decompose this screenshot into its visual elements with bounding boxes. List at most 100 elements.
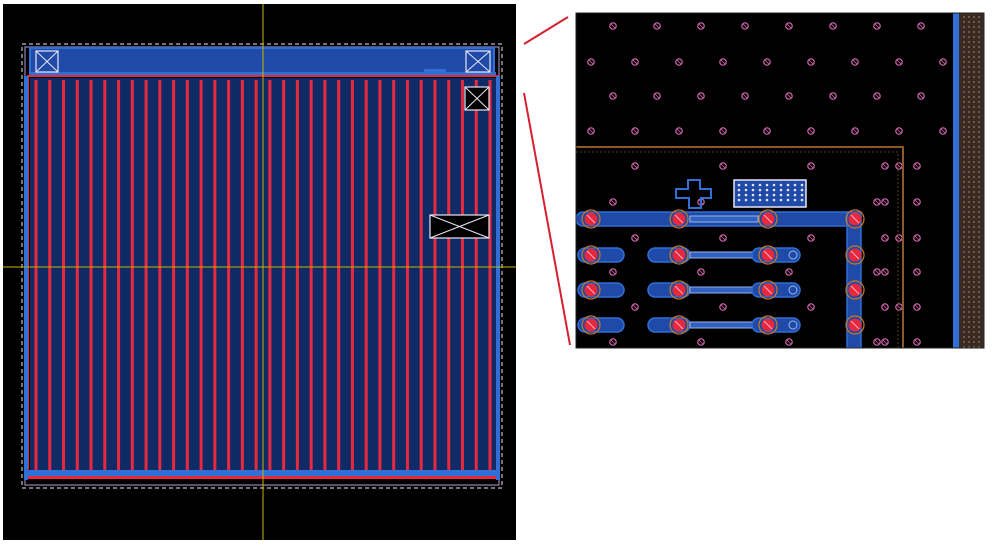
- rail-texture-dot: [963, 286, 965, 288]
- rail-texture-dot: [963, 331, 965, 333]
- rail-texture-dot: [973, 321, 975, 323]
- contact-ring: [581, 245, 601, 265]
- rail-texture-dot: [973, 116, 975, 118]
- via-dot-mark: [830, 23, 836, 29]
- via-dot-mark: [896, 59, 902, 65]
- rail-texture-dot: [973, 31, 975, 33]
- rail-texture-dot: [968, 321, 970, 323]
- rail-texture-dot: [978, 41, 980, 43]
- rail-texture-dot: [973, 201, 975, 203]
- via-dot-mark: [852, 128, 858, 134]
- rail-texture-dot: [978, 171, 980, 173]
- via-dot: [719, 234, 727, 242]
- rail-texture-dot: [973, 161, 975, 163]
- finger: [240, 80, 244, 472]
- rail-texture-dot: [963, 156, 965, 158]
- via-dot: [675, 58, 683, 66]
- rail-texture-dot: [978, 326, 980, 328]
- rail-texture-dot: [978, 291, 980, 293]
- via-dot-mark: [764, 59, 770, 65]
- rail-texture-dot: [968, 271, 970, 273]
- contact-mark: [763, 320, 773, 330]
- via-dot: [697, 268, 705, 276]
- rail-texture-dot: [963, 266, 965, 268]
- via-dot: [719, 303, 727, 311]
- via-dot-mark: [786, 269, 792, 275]
- rail-texture-dot: [978, 91, 980, 93]
- via-dot-mark: [914, 199, 920, 205]
- rail-texture-dot: [963, 31, 965, 33]
- rail-texture-dot: [963, 311, 965, 313]
- via-dot: [741, 92, 749, 100]
- contact-mark: [674, 285, 684, 295]
- rail-texture-dot: [978, 131, 980, 133]
- rail-texture-dot: [978, 316, 980, 318]
- via-dot: [741, 22, 749, 30]
- rail-texture-dot: [968, 166, 970, 168]
- via-dot: [807, 127, 815, 135]
- contact-ring: [845, 280, 865, 300]
- chip-boundary: [576, 146, 904, 348]
- rail-texture-dot: [968, 236, 970, 238]
- rail-texture-dot: [973, 101, 975, 103]
- hatch-dot: [758, 193, 762, 197]
- rail-texture-dot: [978, 191, 980, 193]
- rail-texture-dot: [963, 231, 965, 233]
- rail-texture-dot: [978, 126, 980, 128]
- rail-texture-dot: [963, 101, 965, 103]
- rail-texture-dot: [978, 81, 980, 83]
- rail-texture-dot: [963, 271, 965, 273]
- rail-texture-dot: [968, 161, 970, 163]
- rail-texture-dot: [978, 56, 980, 58]
- contact-ring: [669, 209, 689, 229]
- via-dot-mark: [940, 59, 946, 65]
- via-dot: [763, 127, 771, 135]
- via-dot-mark: [918, 93, 924, 99]
- rail-texture-dot: [978, 156, 980, 158]
- contact-ring: [758, 315, 778, 335]
- zoom-content: [576, 13, 984, 348]
- hatch-dot: [786, 188, 790, 192]
- via-dot-mark: [632, 128, 638, 134]
- rail-texture-dot: [968, 291, 970, 293]
- hatch-dot: [765, 188, 769, 192]
- rail-texture-dot: [968, 281, 970, 283]
- finger: [364, 80, 368, 472]
- via-dot: [609, 338, 617, 346]
- small-via: [788, 250, 798, 260]
- rail-texture-dot: [978, 136, 980, 138]
- finger: [488, 80, 492, 472]
- via-dot-mark: [882, 339, 888, 345]
- rail-texture-dot: [973, 26, 975, 28]
- small-via: [788, 285, 798, 295]
- via-dot: [917, 22, 925, 30]
- rail-texture-dot: [978, 121, 980, 123]
- hatch-dot: [751, 188, 755, 192]
- contact-ring: [758, 209, 778, 229]
- rail-texture-dot: [968, 41, 970, 43]
- via-dot: [881, 162, 889, 170]
- rail-texture-dot: [973, 81, 975, 83]
- rail-texture-dot: [968, 141, 970, 143]
- rail-texture-dot: [978, 271, 980, 273]
- rail-texture-dot: [973, 256, 975, 258]
- rail-texture-dot: [978, 306, 980, 308]
- rail-texture-dot: [973, 236, 975, 238]
- finger: [227, 80, 231, 472]
- via-dot: [807, 234, 815, 242]
- via-dot: [881, 338, 889, 346]
- rail-texture-dot: [978, 146, 980, 148]
- rail-texture-dot: [973, 66, 975, 68]
- via-dot-mark: [632, 59, 638, 65]
- via-dot: [653, 22, 661, 30]
- contact-mark: [763, 285, 773, 295]
- hatch-dot: [786, 198, 790, 202]
- via-dot-mark: [896, 235, 902, 241]
- via-dot: [881, 198, 889, 206]
- hatch-dot: [737, 198, 741, 202]
- edge-rail-blue: [953, 13, 959, 348]
- via-dot-mark: [896, 128, 902, 134]
- via-dot-mark: [720, 59, 726, 65]
- rail-texture-dot: [978, 246, 980, 248]
